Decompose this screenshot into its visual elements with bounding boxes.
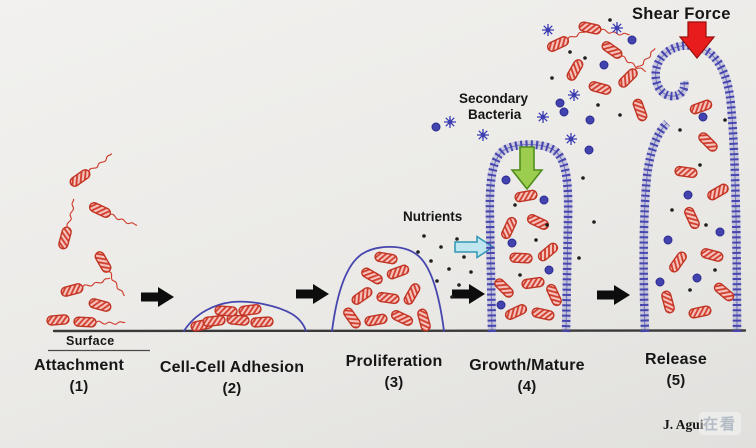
nutrients-label: Nutrients	[403, 209, 463, 224]
stage-number: (4)	[517, 378, 537, 395]
stage-label-attachment: Attachment (1)	[34, 357, 124, 395]
stage-label-proliferation: Proliferation (3)	[346, 353, 443, 391]
stage-arrow-icon	[597, 285, 630, 305]
proliferation-bacteria	[341, 250, 432, 333]
stage-label: Cell-Cell Adhesion	[159, 359, 305, 376]
author-signature: J. Agui	[663, 417, 704, 432]
stage-number: (2)	[222, 380, 242, 397]
stage-arrow-icon	[296, 284, 329, 304]
stage-label-release: Release (5)	[645, 351, 707, 389]
released-bacteria	[541, 18, 659, 125]
stage-number: (3)	[384, 374, 404, 391]
secondary-bacteria-label-line1: Secondary	[459, 91, 529, 106]
planktonic-bacteria	[45, 151, 139, 328]
cyan-right-arrow-icon	[454, 235, 495, 259]
surface-line	[48, 329, 747, 352]
adhesion-mound-outline	[183, 300, 307, 332]
release-column-bacteria	[655, 98, 737, 320]
stage-label: Growth/Mature	[469, 357, 585, 374]
stage-label-cell-cell-adhesion: Cell-Cell Adhesion (2)	[160, 359, 304, 397]
adhesion-bacteria	[189, 303, 274, 333]
red-down-arrow-icon	[678, 21, 716, 59]
stage-label-growth-mature: Growth/Mature (4)	[469, 357, 585, 395]
stage-number: (5)	[666, 372, 686, 389]
stage-arrow-icon	[452, 284, 485, 304]
proliferation-dome-outline	[331, 245, 445, 332]
mature-biofilm-bacteria	[492, 175, 564, 322]
secondary-bacteria-label: Secondary Bacteria	[459, 91, 528, 123]
stage-label: Attachment	[33, 357, 125, 374]
surface-label: Surface	[66, 334, 115, 348]
stage-arrow-icon	[141, 287, 174, 307]
stage-label: Release	[645, 351, 707, 368]
watermark: 在看	[699, 412, 742, 435]
shear-force-label: Shear Force	[632, 5, 731, 23]
stage-number: (1)	[69, 378, 89, 395]
stage-label: Proliferation	[345, 353, 443, 370]
green-down-arrow-icon	[510, 146, 544, 191]
secondary-bacteria-label-line2: Bacteria	[468, 107, 522, 122]
